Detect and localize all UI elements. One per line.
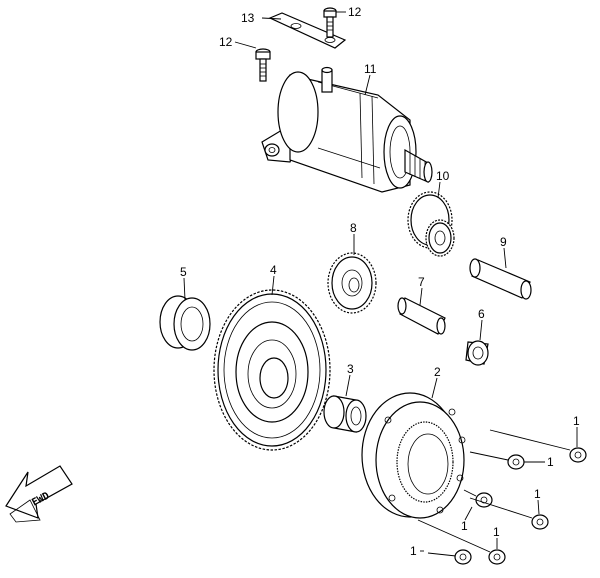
callout-2: 2 — [434, 365, 441, 379]
part-1-bolt-a — [489, 429, 587, 463]
part-11-starter-motor — [261, 66, 433, 193]
part-12-bolt-top — [323, 7, 337, 38]
callout-labels: 13 12 12 11 10 9 8 7 6 5 4 3 2 1 1 1 1 1… — [180, 5, 580, 558]
part-1-bolt-b — [469, 451, 525, 470]
part-5-bearing — [159, 295, 211, 351]
callout-5: 5 — [180, 265, 187, 279]
callout-10: 10 — [436, 169, 450, 183]
part-1-bolt-d — [469, 497, 549, 530]
callout-8: 8 — [350, 221, 357, 235]
part-3-needle-bearing — [323, 395, 367, 433]
callout-4: 4 — [270, 263, 277, 277]
part-1-bolt-f — [427, 549, 472, 565]
part-1-bolt-e — [417, 519, 506, 565]
callout-9: 9 — [500, 235, 507, 249]
part-12-bolt-left — [255, 48, 271, 82]
part-13-strap — [268, 12, 347, 49]
callout-12-left: 12 — [219, 35, 233, 49]
callout-6: 6 — [478, 307, 485, 321]
callout-1-b: 1 — [547, 455, 554, 469]
leader-lines — [183, 11, 578, 552]
callout-1-e: 1 — [410, 544, 417, 558]
callout-11: 11 — [364, 62, 377, 76]
part-8-gear — [327, 252, 377, 314]
part-10-starter-idle-gear — [407, 191, 455, 257]
callout-1-a: 1 — [573, 414, 580, 428]
callout-1-c: 1 — [461, 519, 468, 533]
part-4-starter-gear — [213, 289, 331, 451]
part-9-shaft — [469, 258, 532, 300]
callout-7: 7 — [418, 275, 425, 289]
part-1-bolt-c — [463, 489, 493, 508]
fwd-direction-arrow: FWD — [5, 465, 73, 523]
callout-1-f: 1 — [493, 525, 500, 539]
part-7-shaft — [397, 297, 446, 335]
callout-1-d: 1 — [534, 487, 541, 501]
part-2-one-way-clutch — [361, 392, 466, 519]
callout-13: 13 — [241, 11, 255, 25]
callout-3: 3 — [347, 362, 354, 376]
callout-12-top: 12 — [348, 5, 362, 19]
part-6-bushing — [465, 340, 489, 366]
